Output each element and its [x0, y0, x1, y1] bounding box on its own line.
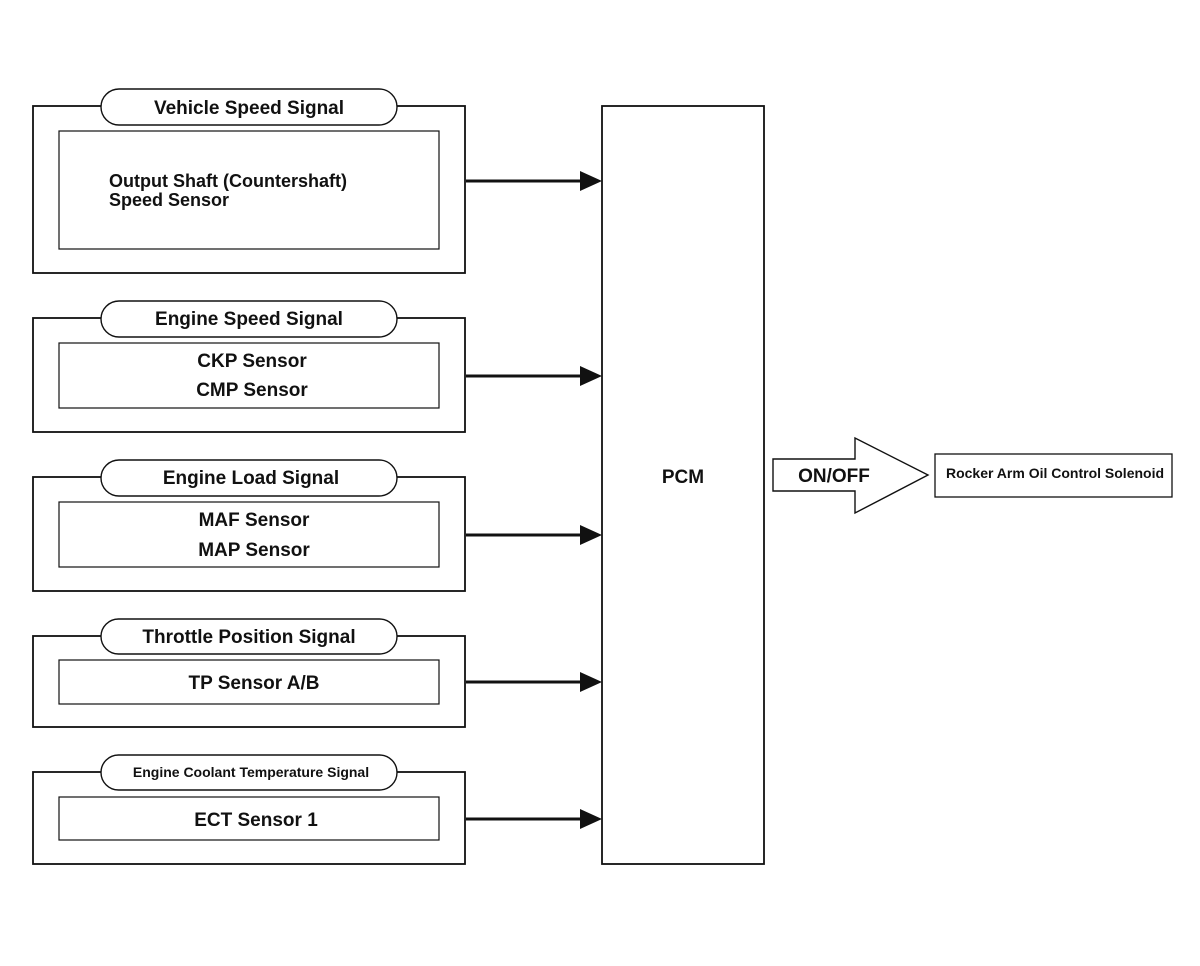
group-title-pill [100, 618, 398, 655]
signal-arrowhead [580, 171, 602, 191]
sensor-label: ECT Sensor 1 [194, 810, 318, 831]
sensor-label: CKP Sensor [197, 351, 307, 372]
sensor-label: CMP Sensor [196, 380, 308, 401]
group-title: Engine Coolant Temperature Signal [133, 764, 369, 780]
group-title: Engine Load Signal [163, 468, 339, 489]
sensor-label: Speed Sensor [109, 190, 229, 210]
pcm-label: PCM [662, 467, 704, 488]
signal-group-engine-coolant-temperature: Engine Coolant Temperature Signal ECT Se… [32, 754, 602, 865]
signal-group-engine-speed: Engine Speed Signal CKP Sensor CMP Senso… [32, 300, 602, 433]
group-title: Engine Speed Signal [155, 309, 343, 330]
sensor-box [58, 130, 440, 250]
sensor-label: TP Sensor A/B [189, 673, 320, 694]
sensor-box [58, 342, 440, 409]
group-title: Vehicle Speed Signal [154, 98, 344, 119]
sensor-label: MAF Sensor [199, 510, 310, 531]
signal-group-vehicle-speed: Vehicle Speed Signal Output Shaft (Count… [32, 88, 602, 274]
sensor-label: MAP Sensor [198, 540, 310, 561]
signal-group-throttle-position: Throttle Position Signal TP Sensor A/B [32, 618, 602, 728]
group-title-pill [100, 459, 398, 497]
actuator-box [934, 453, 1173, 498]
output-signal-label: ON/OFF [798, 466, 870, 487]
signal-group-engine-load: Engine Load Signal MAF Sensor MAP Sensor [32, 459, 602, 592]
sensor-box [58, 796, 440, 841]
signal-arrowhead [580, 525, 602, 545]
pcm-block: PCM [601, 105, 765, 865]
actuator-block: Rocker Arm Oil Control Solenoid [934, 453, 1173, 498]
group-title-pill [100, 300, 398, 338]
sensor-box [58, 659, 440, 705]
signal-arrowhead [580, 809, 602, 829]
group-title-pill [100, 88, 398, 126]
group-title: Throttle Position Signal [142, 627, 355, 648]
block-arrow-shape [772, 436, 930, 515]
pcm-box [601, 105, 765, 865]
signal-arrowhead [580, 672, 602, 692]
output-signal-arrow: ON/OFF [772, 436, 930, 515]
group-title-pill [100, 754, 398, 791]
signal-arrowhead [580, 366, 602, 386]
sensor-label: Output Shaft (Countershaft) [109, 171, 347, 191]
actuator-label: Rocker Arm Oil Control Solenoid [946, 465, 1164, 481]
sensor-box [58, 501, 440, 568]
